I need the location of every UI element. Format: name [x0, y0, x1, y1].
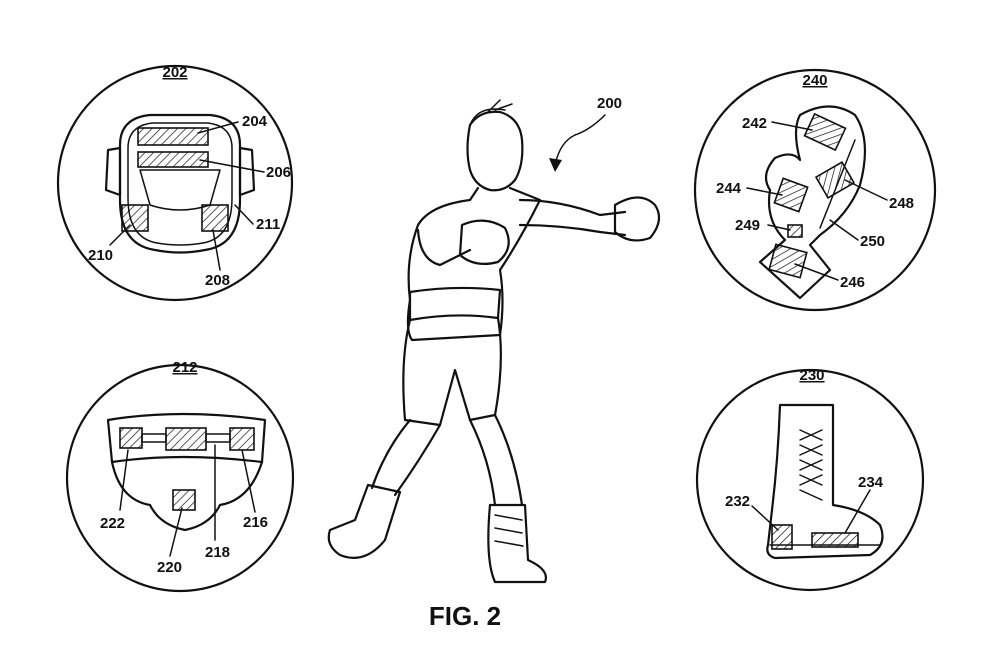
boxer-hair	[469, 99, 513, 126]
belt-connector-left	[141, 433, 167, 443]
boxer-trunks	[402, 316, 502, 427]
sensor-248	[814, 161, 856, 199]
left-ear-flap	[104, 146, 122, 197]
belt-ref-label: 212	[172, 359, 197, 376]
boxer-left-boot	[327, 483, 402, 559]
glove-ref-label: 240	[802, 72, 827, 89]
boxer-punching-arm	[518, 198, 627, 237]
boxer-glove-extended	[613, 196, 661, 242]
sensor-242	[803, 112, 847, 152]
label-246: 246	[840, 274, 865, 291]
shoe-circle	[695, 368, 925, 592]
sensor-216	[229, 427, 255, 451]
sensor-234	[811, 532, 859, 548]
ref-200-arrow	[554, 114, 606, 166]
label-248: 248	[889, 195, 914, 212]
boxer-waistband	[408, 286, 502, 322]
label-250: 250	[860, 233, 885, 250]
sensor-244	[773, 177, 809, 213]
sensor-232	[771, 524, 793, 550]
belt-panel: 212 222 218 216 220	[65, 359, 295, 593]
glove-panel: 240 242 244 248 249 250 246	[693, 68, 937, 312]
headgear-circle	[56, 64, 294, 302]
figure-caption: FIG. 2	[429, 601, 501, 631]
sensor-206	[137, 151, 209, 168]
boxer-figure: 200	[327, 95, 661, 584]
sensor-222	[119, 427, 143, 449]
boxer-head	[466, 110, 524, 192]
face-opening	[139, 169, 221, 211]
boxer-boot-laces	[494, 514, 524, 547]
label-211: 211	[256, 216, 280, 233]
boot-laces	[799, 429, 823, 501]
boot-outline	[766, 403, 884, 560]
sensor-220	[172, 489, 196, 511]
sensor-218-box	[165, 427, 207, 451]
label-234: 234	[858, 474, 884, 491]
sensor-249	[787, 224, 803, 238]
sensor-246	[768, 243, 808, 279]
sensor-210	[121, 204, 149, 232]
shoe-ref-label: 230	[799, 367, 824, 384]
headgear-ref-label: 202	[162, 64, 187, 81]
boxer-right-leg	[468, 413, 524, 507]
headgear-panel: 202 204 206 211 210 208	[56, 64, 294, 302]
label-200: 200	[597, 95, 622, 112]
helmet-outline	[118, 113, 242, 254]
label-232: 232	[725, 493, 750, 510]
label-220: 220	[157, 559, 182, 576]
label-249: 249	[735, 217, 760, 234]
right-ear-flap	[238, 146, 256, 197]
boxer-right-boot	[487, 503, 547, 584]
belt-connector-right	[205, 433, 231, 443]
label-222: 222	[100, 515, 125, 532]
shoe-panel: 230 232 234	[695, 367, 925, 592]
label-208: 208	[205, 272, 230, 289]
label-204: 204	[242, 113, 268, 130]
boxer-guard-arm	[416, 228, 472, 267]
ref-200-arrowhead	[549, 158, 562, 172]
label-206: 206	[266, 164, 291, 181]
label-216: 216	[243, 514, 268, 531]
boxer-left-leg	[370, 418, 442, 497]
boxer-glove-guard	[458, 219, 510, 265]
label-210: 210	[88, 247, 113, 264]
label-244: 244	[716, 180, 742, 197]
cup-outline	[110, 460, 264, 532]
sensor-208	[201, 204, 229, 232]
glove-circle	[693, 68, 937, 312]
label-242: 242	[742, 115, 767, 132]
label-218: 218	[205, 544, 230, 561]
belt-circle	[65, 363, 295, 593]
sensor-204	[137, 127, 209, 146]
glove-outline	[758, 105, 867, 300]
